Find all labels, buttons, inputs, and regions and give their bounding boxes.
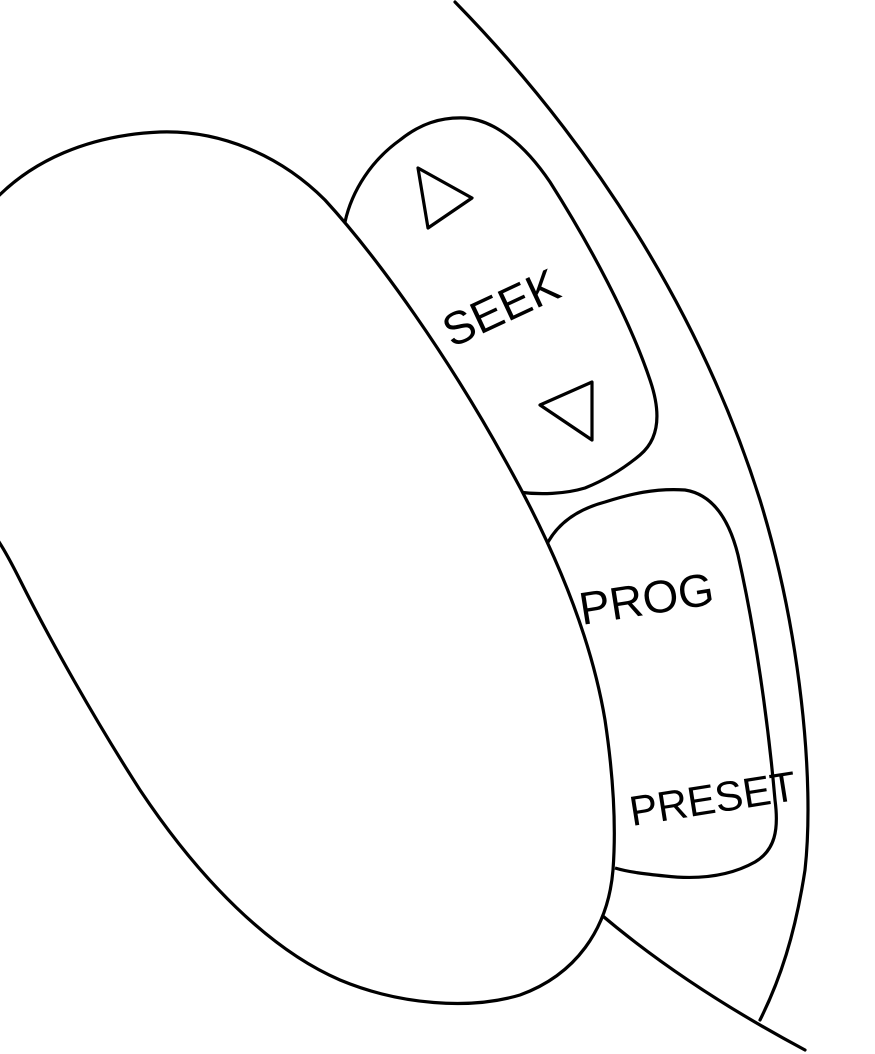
wheel-rim-outline <box>453 0 810 1022</box>
seek-button-outline <box>343 116 659 496</box>
triangle-up-icon <box>416 166 474 230</box>
wheel-spoke-line <box>596 910 807 1052</box>
wheel-hub-pad <box>0 130 616 1006</box>
triangle-down-icon <box>538 380 594 442</box>
seek-button[interactable]: SEEK <box>343 116 659 496</box>
